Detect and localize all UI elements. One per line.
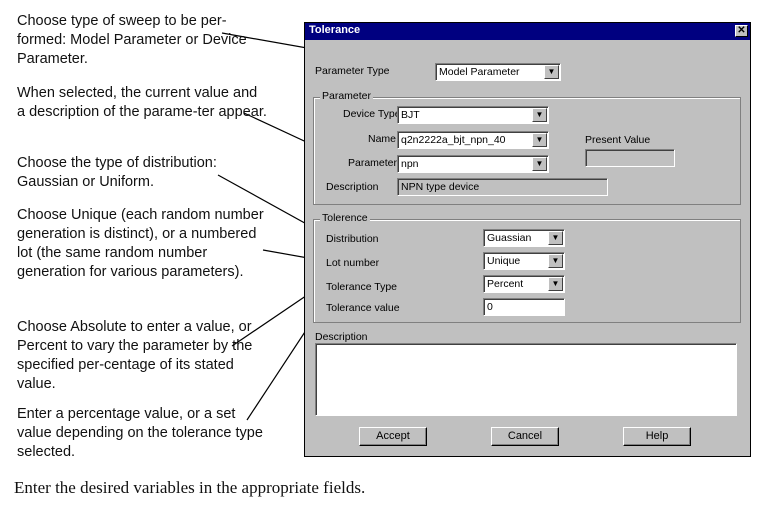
dialog-title: Tolerance [309,24,361,36]
close-icon[interactable]: ✕ [735,25,748,37]
parameter-type-value: Model Parameter [439,66,520,78]
name-label: Name [368,133,397,145]
note-lot-number: Choose Unique (each random number genera… [17,207,264,280]
note-tolerance-value: Enter a percentage value, or a set value… [17,406,263,460]
chevron-down-icon[interactable]: ▼ [532,133,547,147]
description-area-label: Description [315,331,368,343]
lot-number-label: Lot number [326,257,380,269]
tolerance-type-select[interactable]: Percent ▼ [483,275,565,293]
parameter-select[interactable]: npn ▼ [397,155,549,173]
name-select[interactable]: q2n2222a_bjt_npn_40 ▼ [397,131,549,149]
description-field: NPN type device [397,178,608,196]
present-value-label: Present Value [585,134,651,146]
tolerance-value-input[interactable]: 0 [483,298,565,316]
parameter-type-select[interactable]: Model Parameter ▼ [435,63,561,81]
tolerance-type-value: Percent [487,278,524,290]
chevron-down-icon[interactable]: ▼ [532,108,547,122]
parameter-group-title: Parameter [320,90,374,102]
present-value-field [585,149,675,167]
parameter-label: Parameter [348,157,398,169]
lot-number-select[interactable]: Unique ▼ [483,252,565,270]
note-current-value: When selected, the current value and a d… [17,85,267,120]
note-distribution: Choose the type of distribution: Gaussia… [17,155,217,190]
tolerance-group [313,219,741,323]
distribution-select[interactable]: Guassian ▼ [483,229,565,247]
chevron-down-icon[interactable]: ▼ [548,231,563,245]
chevron-down-icon[interactable]: ▼ [532,157,547,171]
accept-button[interactable]: Accept [359,427,427,446]
cancel-button[interactable]: Cancel [491,427,559,446]
distribution-label: Distribution [326,233,379,245]
lot-number-value: Unique [487,255,521,267]
chevron-down-icon[interactable]: ▼ [544,65,559,79]
title-bar[interactable]: Tolerance ✕ [305,23,750,40]
tolerance-type-label: Tolerance Type [326,281,398,293]
parameter-group [313,97,741,205]
device-type-select[interactable]: BJT ▼ [397,106,549,124]
note-sweep-type: Choose type of sweep to be per-formed: M… [17,13,247,67]
device-type-label: Device Type [343,108,401,120]
tolerance-dialog: Tolerance ✕ Parameter Type Model Paramet… [304,22,751,457]
description-textarea[interactable] [315,343,737,416]
tolerance-value-label: Tolerance value [326,302,400,314]
note-tolerance-type: Choose Absolute to enter a value, or Per… [17,319,253,392]
chevron-down-icon[interactable]: ▼ [548,277,563,291]
parameter-value: npn [401,158,419,170]
name-value: q2n2222a_bjt_npn_40 [401,134,506,146]
caption: Enter the desired variables in the appro… [14,478,366,497]
help-button[interactable]: Help [623,427,691,446]
distribution-value: Guassian [487,232,532,244]
device-type-value: BJT [401,109,420,121]
chevron-down-icon[interactable]: ▼ [548,254,563,268]
description-label: Description [326,181,379,193]
tolerance-group-title: Tolerence [320,212,370,224]
parameter-type-label: Parameter Type [315,65,390,77]
